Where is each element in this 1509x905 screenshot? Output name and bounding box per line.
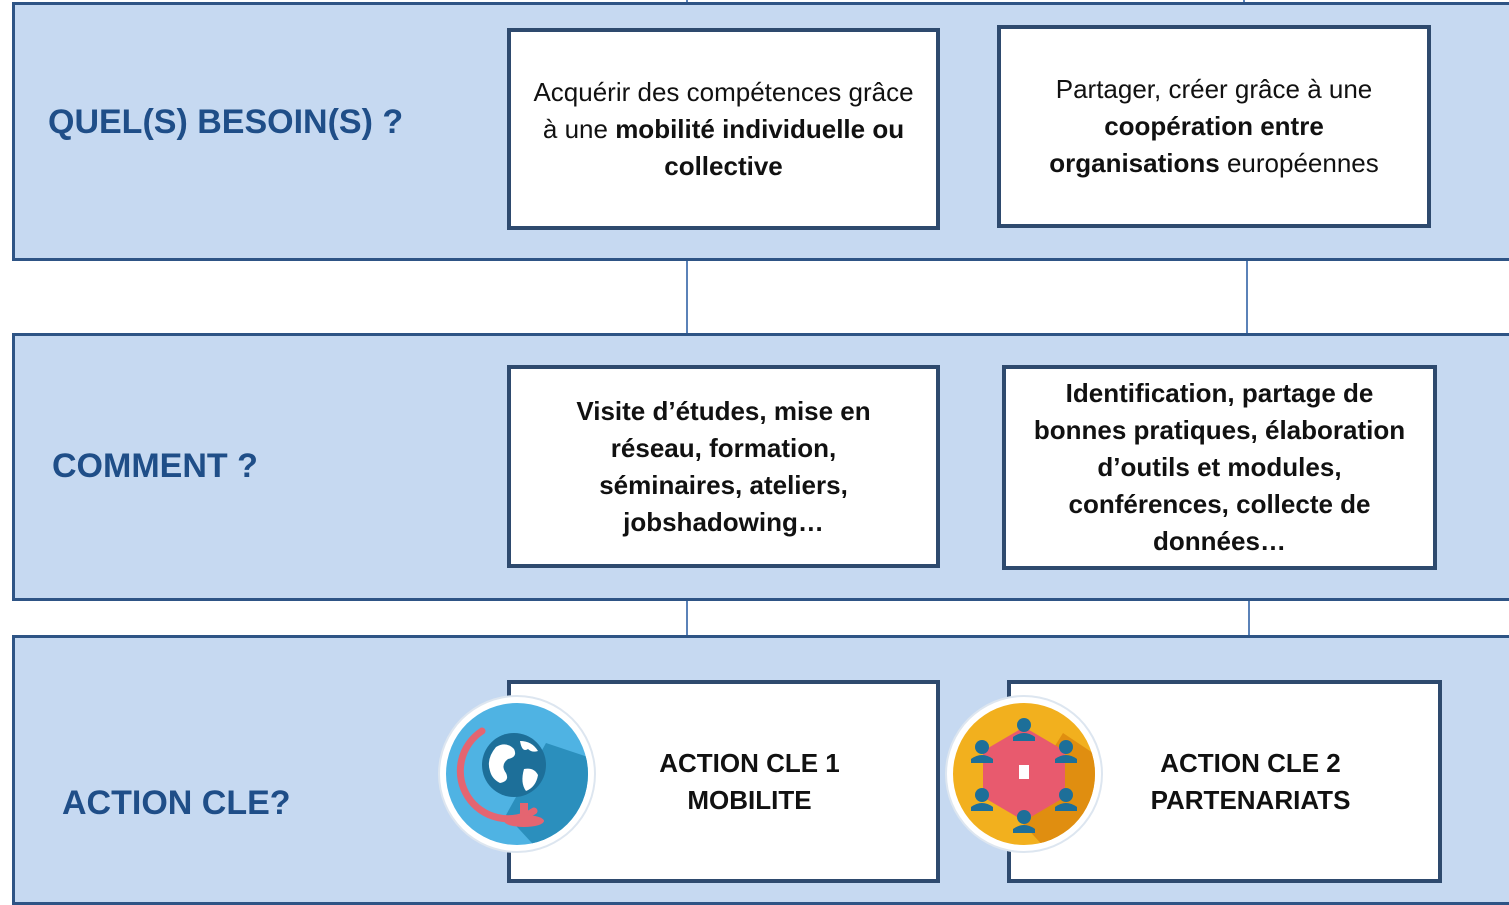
connector-right-2 (1248, 568, 1250, 682)
action-box-2-line1: ACTION CLE 2 (1160, 747, 1341, 778)
action-box-2-line2: PARTENARIATS (1150, 784, 1351, 815)
besoin-box-mobilite: Acquérir des compétences grâce à une mob… (507, 28, 940, 230)
team-meeting-icon-graphic (953, 703, 1095, 845)
besoin-box-cooperation-text: Partager, créer grâce à une coopération … (1049, 74, 1379, 178)
row-comment-label: COMMENT ? (52, 447, 258, 485)
action-box-2-text: ACTION CLE 2 PARTENARIATS (1151, 745, 1351, 819)
connector-right-1 (1246, 226, 1248, 368)
besoin-box-mobilite-text: Acquérir des compétences grâce à une mob… (533, 76, 914, 181)
action-box-1-line2: MOBILITE (687, 784, 812, 815)
connector-left-2 (686, 566, 688, 682)
action-box-1-text: ACTION CLE 1 MOBILITE (659, 745, 840, 819)
row-action-label: ACTION CLE? (62, 784, 291, 822)
globe-icon (440, 697, 594, 851)
row-besoin-label: QUEL(S) BESOIN(S) ? (48, 103, 404, 141)
action-box-1-line1: ACTION CLE 1 (659, 747, 840, 778)
besoin-box-cooperation: Partager, créer grâce à une coopération … (997, 25, 1431, 228)
comment-box-partenariats: Identification, partage de bonnes pratiq… (1002, 365, 1437, 570)
comment-box-partenariats-text: Identification, partage de bonnes pratiq… (1033, 378, 1406, 556)
globe-icon-graphic (446, 703, 588, 845)
comment-box-mobilite-text: Visite d’études, mise en réseau, formati… (576, 395, 871, 537)
connector-left-1 (686, 228, 688, 368)
comment-box-mobilite: Visite d’études, mise en réseau, formati… (507, 365, 940, 568)
team-meeting-icon (947, 697, 1101, 851)
